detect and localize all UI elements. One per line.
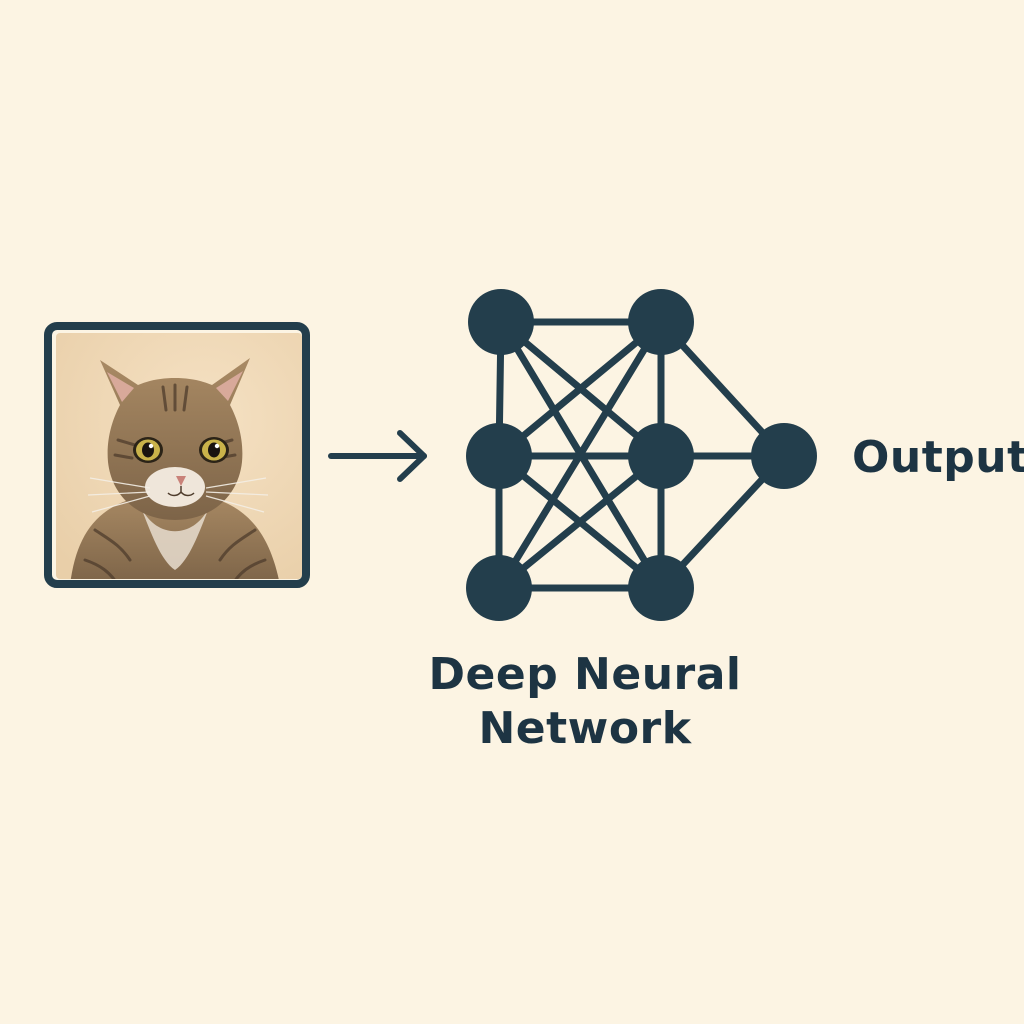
neuron-node-n2a	[628, 289, 694, 355]
network-label: Deep Neural Network	[380, 648, 790, 756]
input-cat-image	[44, 322, 310, 588]
network-nodes	[466, 289, 817, 621]
neuron-node-n1a	[468, 289, 534, 355]
neuron-node-n2c	[628, 555, 694, 621]
neuron-node-n2b	[628, 423, 694, 489]
cat-head	[100, 358, 250, 520]
neuron-node-n3a	[751, 423, 817, 489]
network-label-line1: Deep Neural	[428, 649, 742, 700]
neuron-node-n1b	[466, 423, 532, 489]
edge-n1b-n2a	[495, 318, 665, 460]
photo-frame-icon	[44, 322, 310, 588]
arrow-right-icon	[328, 430, 427, 482]
edge-n1c-n2a	[495, 318, 665, 592]
output-label: Output	[852, 432, 1024, 483]
cat-eyes	[133, 437, 229, 463]
edge-n1c-n2b	[495, 452, 665, 592]
network-label-line2: Network	[478, 703, 692, 754]
neuron-node-n1c	[466, 555, 532, 621]
